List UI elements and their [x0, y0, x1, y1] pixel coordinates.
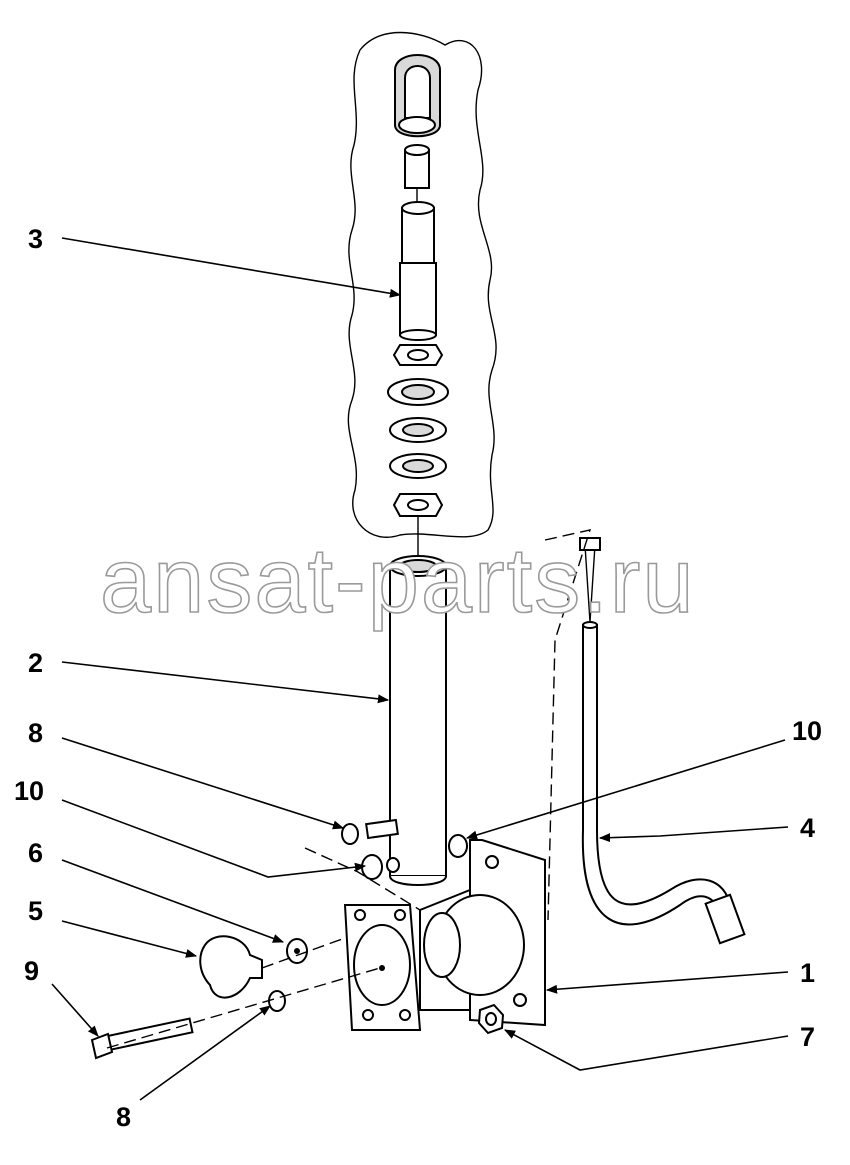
cable-item-4: [544, 529, 746, 945]
callout-8-lower: 8: [116, 1102, 131, 1132]
bracket-item-1: [343, 839, 546, 1031]
callout-4: 4: [800, 813, 815, 843]
detail-cloud: [347, 31, 497, 538]
callout-10-left: 10: [14, 776, 44, 806]
sensor-assembly-item-3: [387, 54, 449, 555]
callout-5: 5: [28, 896, 43, 926]
callout-3: 3: [28, 224, 43, 254]
callout-10-right: 10: [792, 716, 822, 746]
watermark-text: ansat-parts.ru: [100, 530, 696, 632]
callout-8-upper: 8: [28, 718, 43, 748]
callout-2: 2: [28, 648, 43, 678]
hardware: [90, 818, 505, 1060]
leader-lines: [51, 237, 789, 1101]
callout-7: 7: [800, 1022, 815, 1052]
callout-9: 9: [24, 956, 39, 986]
callout-6: 6: [28, 838, 43, 868]
main-tube-item-2: [389, 555, 447, 886]
callout-1: 1: [800, 958, 815, 988]
callout-labels: 3 2 8 10 6 5 9 8 10 4 1 7: [14, 224, 822, 1132]
